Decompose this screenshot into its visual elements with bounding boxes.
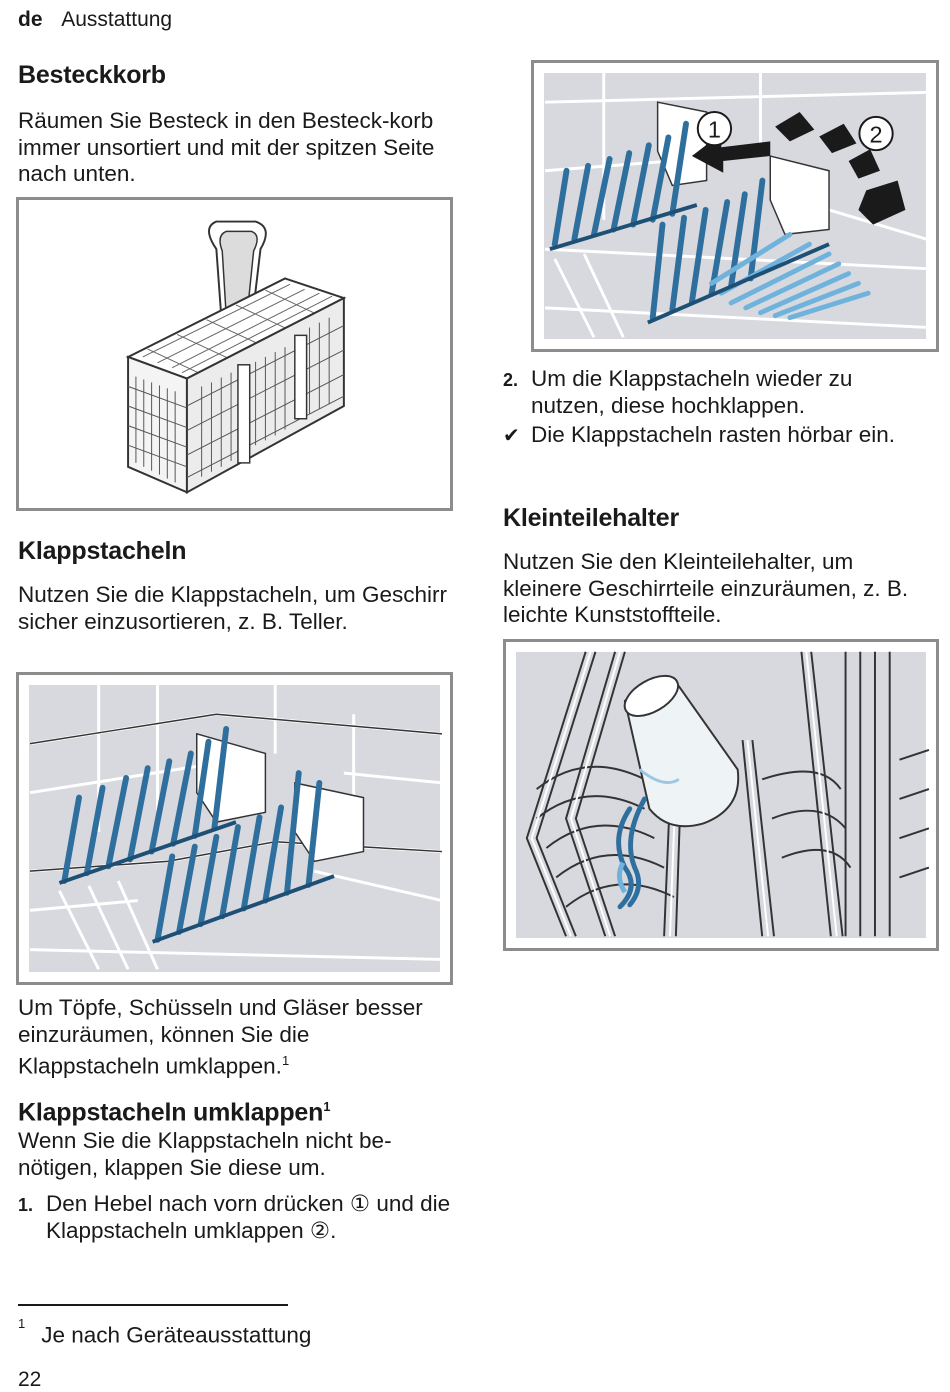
page-number: 22 [18,1368,42,1391]
footnote-marker: 1 [18,1316,26,1331]
paragraph-text: Nutzen Sie die Klappstacheln, um Geschir… [18,582,447,634]
paragraph-text: Nutzen Sie den Kleinteilehalter, um klei… [503,549,909,627]
figure-small-parts-holder [503,639,939,951]
small-parts-holder-illustration [525,651,930,937]
paragraph-text: Wenn Sie die Klappstacheln nicht be-nöti… [18,1128,392,1180]
paragraph-text: Um Töpfe, Schüsseln und Gläser besser ei… [18,995,453,1080]
footnote-text: Je nach Geräteausstattung [41,1322,312,1348]
heading-klappstacheln-umklappen: Klappstacheln umklappen1 [18,1092,458,1127]
callout-2: 2 [870,121,883,147]
heading-text: Besteckkorb [18,61,166,89]
checkmark-icon: ✔ [503,425,520,447]
paragraph-umklappen-intro: Um Töpfe, Schüsseln und Gläser besser ei… [18,995,453,1080]
paragraph-besteckkorb: Räumen Sie Besteck in den Besteck-korb i… [18,108,448,188]
heading-body: Klappstacheln umklappen [18,1098,324,1127]
footnote-marker: 1 [281,1053,290,1068]
step-number: 2. [503,370,519,390]
callout-1: 1 [708,116,721,142]
footnote: 1 Je nach Geräteausstattung [18,1316,312,1349]
paragraph-kleinteilehalter: Nutzen Sie den Kleinteilehalter, um klei… [503,549,923,629]
figure-folding-spikes [16,672,453,985]
running-header: de Ausstattung [18,8,172,32]
result-text: Die Klappstacheln rasten hörbar ein. [531,422,895,447]
heading-text: Klappstacheln [18,537,187,565]
figure-fold-spikes-steps: 1 2 [531,60,939,352]
step-number: 1. [18,1195,34,1215]
paragraph-body: Um Töpfe, Schüsseln und Gläser besser ei… [18,995,423,1079]
cutlery-basket-illustration [125,220,347,494]
heading-text: Kleinteilehalter [503,504,680,532]
heading-besteckkorb: Besteckkorb [18,60,458,90]
step-text: Um die Klappstacheln wieder zu nutzen, d… [531,366,853,418]
section-title: Ausstattung [61,8,173,31]
heading-kleinteilehalter: Kleinteilehalter [503,503,943,533]
paragraph-umklappen: Wenn Sie die Klappstacheln nicht be-nöti… [18,1128,453,1181]
step-text: Den Hebel nach vorn drücken ① und die Kl… [46,1191,451,1243]
language-code: de [18,8,43,31]
heading-klappstacheln: Klappstacheln [18,536,458,566]
folding-spikes-illustration [29,684,443,970]
figure-cutlery-basket [16,197,453,511]
heading-text: Klappstacheln umklappen1 [18,1092,458,1127]
paragraph-text: Räumen Sie Besteck in den Besteck-korb i… [18,108,435,186]
paragraph-klappstacheln: Nutzen Sie die Klappstacheln, um Geschir… [18,582,448,635]
footnote-marker: 1 [323,1099,331,1114]
footnote-separator [18,1304,288,1306]
fold-spikes-steps-illustration: 1 2 [544,72,928,338]
